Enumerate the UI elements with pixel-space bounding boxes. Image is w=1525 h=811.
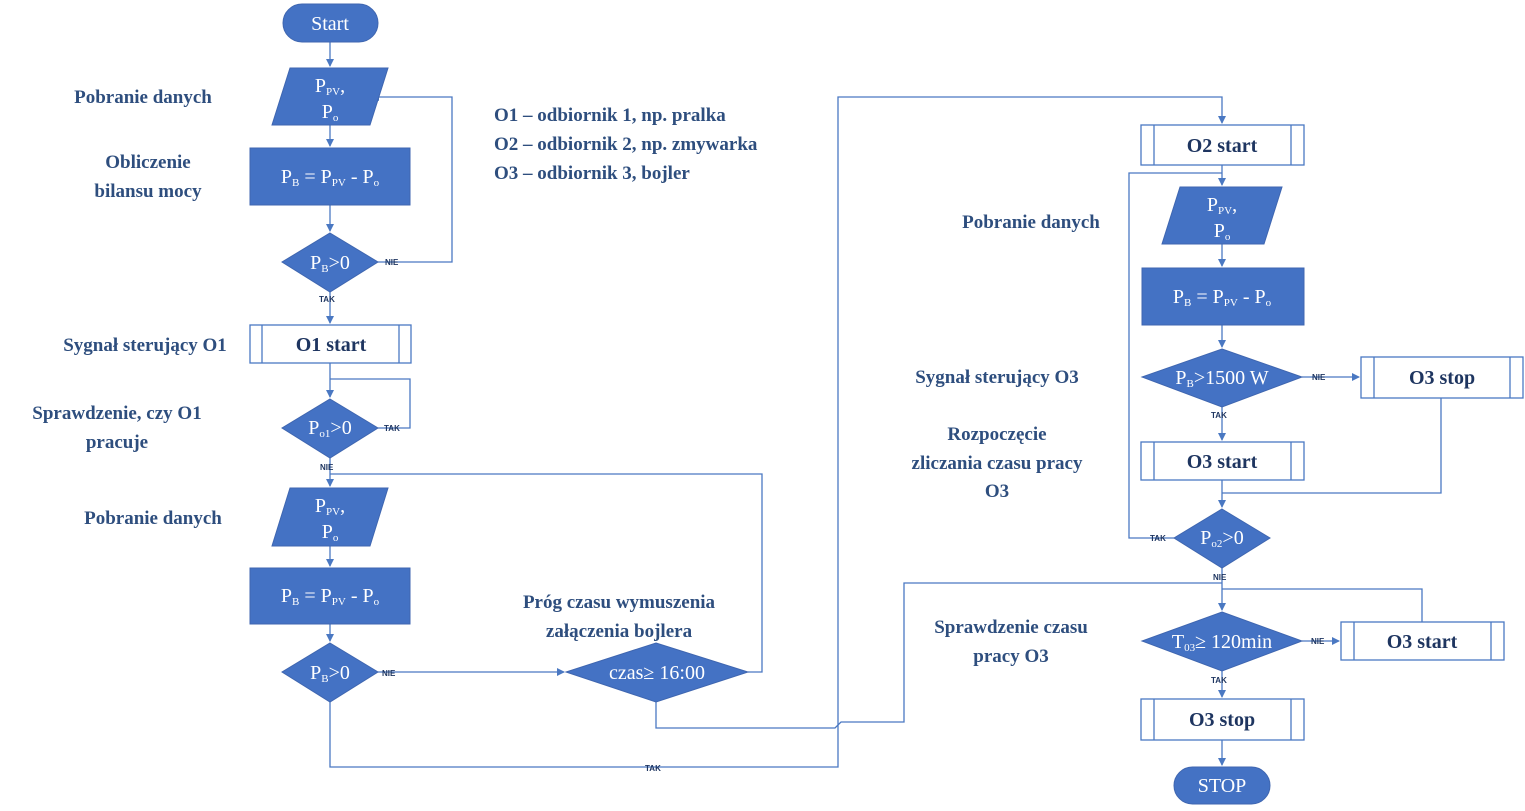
balance-process-2: PB = PPV - Po — [249, 567, 411, 625]
input-data-1: PPV, Po — [271, 67, 389, 126]
svg-text:Pobranie danych: Pobranie danych — [84, 508, 222, 529]
balance-process-3: PB = PPV - Po — [1141, 267, 1305, 326]
decision-po2: Po2>0 — [1173, 508, 1271, 569]
balance-process-1: PB = PPV - Po — [249, 147, 411, 206]
svg-text:PB>0: PB>0 — [310, 662, 350, 685]
svg-text:O1 – odbiornik 1, np. pralka: O1 – odbiornik 1, np. pralka — [494, 105, 726, 126]
svg-text:TAK: TAK — [1150, 534, 1166, 543]
svg-text:O3 – odbiornik 3, bojler: O3 – odbiornik 3, bojler — [494, 163, 690, 184]
decision-t03: T03≥ 120min — [1140, 611, 1304, 672]
decision-pb-2: PB>0 — [281, 642, 379, 703]
svg-text:TAK: TAK — [319, 295, 335, 304]
svg-text:TAK: TAK — [645, 764, 661, 773]
input-data-3: PPV, Po — [1161, 186, 1283, 245]
side-labels: Pobranie danych Obliczenie bilansu mocy … — [32, 87, 1100, 667]
svg-text:O3 stop: O3 stop — [1189, 709, 1255, 731]
o1-start-subprocess: O1 start — [249, 324, 412, 364]
svg-text:Obliczenie: Obliczenie — [105, 152, 190, 173]
svg-text:bilansu mocy: bilansu mocy — [94, 181, 202, 202]
stop-terminal: STOP — [1173, 766, 1271, 805]
svg-text:NIE: NIE — [1312, 373, 1326, 382]
o3-start-subprocess-1: O3 start — [1140, 441, 1305, 481]
svg-text:PB = PPV - Po: PB = PPV - Po — [281, 585, 380, 608]
svg-text:czas≥ 16:00: czas≥ 16:00 — [609, 662, 705, 684]
svg-text:pracuje: pracuje — [86, 432, 148, 453]
svg-text:O3: O3 — [985, 481, 1009, 502]
svg-text:Po1>0: Po1>0 — [308, 417, 351, 440]
svg-text:Pobranie danych: Pobranie danych — [962, 212, 1100, 233]
svg-text:TAK: TAK — [384, 424, 400, 433]
o2-start-subprocess: O2 start — [1140, 124, 1305, 166]
connectors-right — [1128, 165, 1442, 766]
svg-text:Sprawdzenie czasu: Sprawdzenie czasu — [934, 617, 1088, 638]
svg-text:Po2>0: Po2>0 — [1200, 527, 1243, 550]
svg-text:Sygnał sterujący O1: Sygnał sterujący O1 — [63, 335, 227, 356]
svg-text:NIE: NIE — [1213, 573, 1227, 582]
svg-text:Rozpoczęcie: Rozpoczęcie — [947, 424, 1046, 445]
decision-pb-1500: PB>1500 W — [1140, 348, 1304, 408]
svg-text:TAK: TAK — [1211, 676, 1227, 685]
svg-text:O1 start: O1 start — [296, 334, 367, 356]
svg-text:Sygnał sterujący O3: Sygnał sterujący O3 — [915, 367, 1079, 388]
svg-text:Start: Start — [311, 13, 349, 35]
svg-text:O2 start: O2 start — [1187, 135, 1258, 157]
decision-po1: Po1>0 — [281, 398, 379, 459]
svg-text:O3 start: O3 start — [1387, 631, 1458, 653]
svg-text:PB>0: PB>0 — [310, 252, 350, 275]
svg-text:O3 start: O3 start — [1187, 451, 1258, 473]
start-terminal: Start — [282, 3, 379, 43]
svg-text:Pobranie danych: Pobranie danych — [74, 87, 212, 108]
o3-stop-subprocess-1: O3 stop — [1360, 356, 1524, 399]
branch-labels: NIE TAK TAK NIE NIE TAK NIE TAK TAK NIE … — [319, 258, 1326, 773]
o3-start-subprocess-2: O3 start — [1340, 621, 1505, 661]
svg-text:zliczania czasu pracy: zliczania czasu pracy — [912, 453, 1083, 474]
svg-text:NIE: NIE — [320, 463, 334, 472]
svg-text:Próg czasu wymuszenia: Próg czasu wymuszenia — [523, 592, 716, 613]
connectors-left — [326, 42, 1226, 768]
legend: O1 – odbiornik 1, np. pralka O2 – odbior… — [494, 105, 758, 184]
svg-text:pracy O3: pracy O3 — [973, 646, 1048, 667]
svg-text:O3 stop: O3 stop — [1409, 367, 1475, 389]
decision-czas: czas≥ 16:00 — [564, 642, 750, 703]
svg-text:NIE: NIE — [382, 669, 396, 678]
svg-text:TAK: TAK — [1211, 411, 1227, 420]
o3-stop-subprocess-2: O3 stop — [1140, 698, 1305, 741]
input-data-2: PPV, Po — [271, 487, 389, 547]
svg-text:PB = PPV - Po: PB = PPV - Po — [1173, 286, 1272, 309]
svg-text:PB>1500 W: PB>1500 W — [1175, 367, 1268, 390]
svg-text:STOP: STOP — [1198, 775, 1247, 797]
decision-pb-1: PB>0 — [281, 232, 379, 293]
svg-text:NIE: NIE — [1311, 637, 1325, 646]
svg-text:PB = PPV - Po: PB = PPV - Po — [281, 166, 380, 189]
svg-text:NIE: NIE — [385, 258, 399, 267]
svg-text:O2 – odbiornik 2, np. zmywarka: O2 – odbiornik 2, np. zmywarka — [494, 134, 758, 155]
svg-text:załączenia bojlera: załączenia bojlera — [546, 621, 693, 642]
svg-text:Sprawdzenie, czy O1: Sprawdzenie, czy O1 — [32, 403, 201, 424]
svg-text:T03≥ 120min: T03≥ 120min — [1172, 631, 1272, 654]
